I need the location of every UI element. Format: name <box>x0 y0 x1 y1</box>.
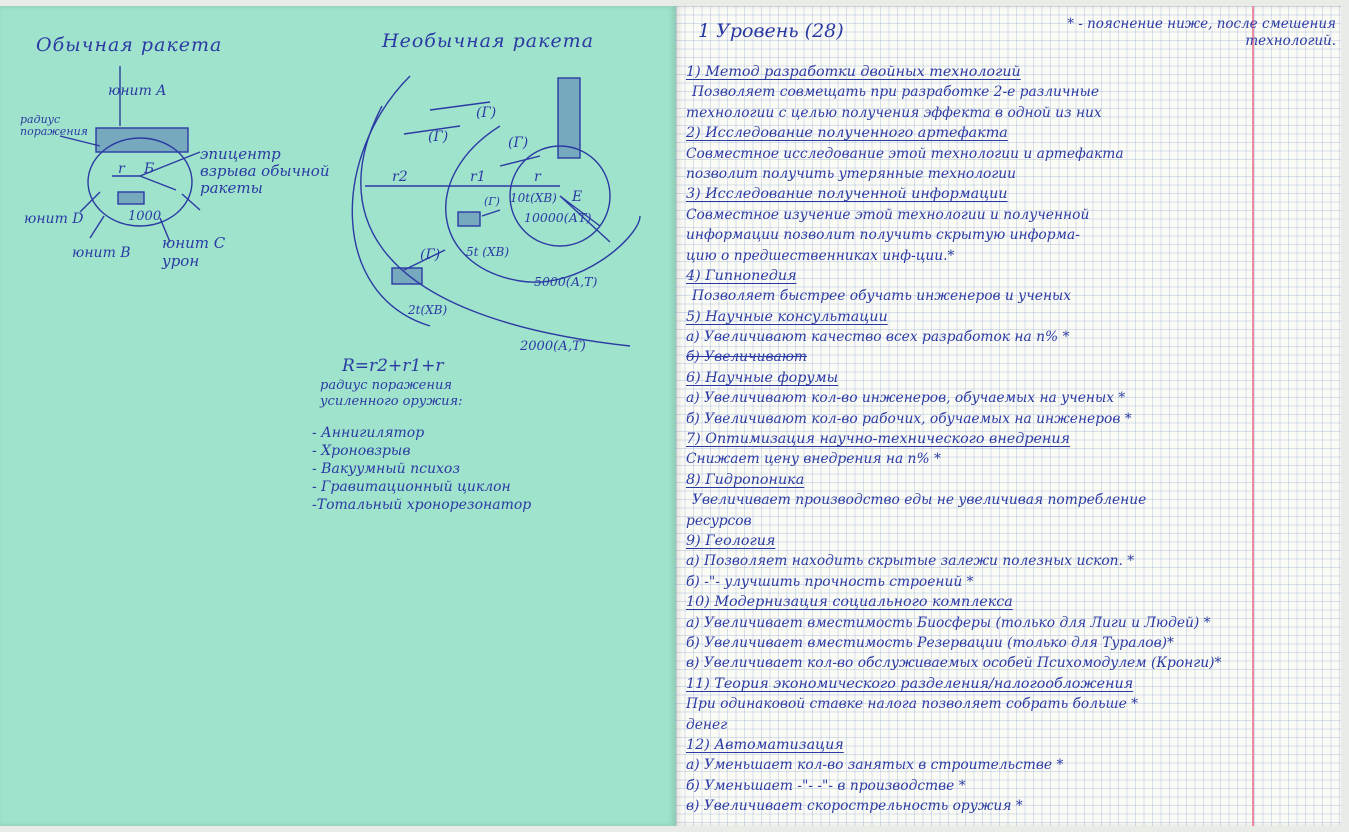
r-inner-label: r <box>534 169 541 185</box>
notes-header: 1 Уровень (28) * - пояснение ниже, после… <box>686 16 1336 62</box>
margin-line <box>1252 6 1254 826</box>
note-line: информации позволит получить скрытую инф… <box>686 227 1080 244</box>
note-line: технологии с целью получения эффекта в о… <box>686 104 1102 121</box>
note-line: ресурсов <box>686 512 752 529</box>
unit-d-label: юнит D <box>24 211 84 227</box>
note-line: в) Увеличивает скорострельность оружия * <box>686 798 1023 815</box>
footnote-remark: * - пояснение ниже, после смешения техно… <box>1067 16 1336 49</box>
note-line: в) Увеличивает кол-во обслуживаемых особ… <box>686 655 1222 672</box>
note-line: денег <box>686 716 728 733</box>
blast-circle <box>87 137 193 227</box>
weapons-block: R=r2+r1+r радиус поражения усиленного ор… <box>312 356 652 514</box>
section-heading: 6) Научные форумы <box>686 369 839 386</box>
weapons-list: - Аннигилятор - Хроновзрыв - Вакуумный п… <box>312 424 652 514</box>
section-heading: 4) Гипнопедия <box>686 267 797 284</box>
section-heading: 5) Научные консультации <box>686 308 888 325</box>
note-line: б) Увеличивают <box>686 349 807 366</box>
note-line: а) Уменьшает кол-во занятых в строительс… <box>686 757 1064 774</box>
section-heading: 11) Теория экономического разделения/нал… <box>686 675 1134 692</box>
note-line: Увеличивает производство еды не увеличив… <box>692 492 1147 509</box>
weapon-item: - Хроновзрыв <box>312 443 411 459</box>
section-heading: 9) Геология <box>686 532 776 549</box>
epicenter-label: эпицентр взрыва обычной ракеты <box>200 145 330 197</box>
weapon-item: - Гравитационный циклон <box>312 479 511 495</box>
section-heading: 7) Оптимизация научно-технического внедр… <box>686 431 1071 448</box>
r-label: r <box>118 161 125 177</box>
unit-a-label: юнит A <box>108 83 167 99</box>
e-label: E <box>572 189 583 205</box>
note-line: Совместное изучение этой технологии и по… <box>686 206 1090 223</box>
weapon-item: - Вакуумный психоз <box>312 461 460 477</box>
right-page: 1 Уровень (28) * - пояснение ниже, после… <box>676 6 1341 826</box>
note-line: а) Увеличивают кол-во инженеров, обучаем… <box>686 390 1126 407</box>
dose-5000-label: 5000(А,Т) <box>534 274 598 289</box>
note-line: б) Увеличивают кол-во рабочих, обучаемых… <box>686 410 1132 427</box>
note-line: Снижает цену внедрения на n% * <box>686 451 941 468</box>
g-label-3: (Г) <box>508 135 529 151</box>
level-title: 1 Уровень (28) <box>698 20 844 42</box>
note-line: б) -"- улучшить прочность строений * <box>686 573 974 590</box>
section-heading: 12) Автоматизация <box>686 736 844 753</box>
section-heading: 1) Метод разработки двойных технологий <box>686 64 1021 80</box>
outer-arc <box>351 75 431 327</box>
dose-10000-label: 10000(АТ) <box>524 210 592 225</box>
unit-a-block <box>95 127 189 153</box>
rocket-diagrams <box>59 66 641 347</box>
note-line: а) Увеличивают качество всех разработок … <box>686 329 1070 346</box>
g-label-5: (Г) <box>484 195 500 208</box>
notes: 1 Уровень (28) * - пояснение ниже, после… <box>686 16 1336 816</box>
b-label: Б <box>144 161 155 177</box>
guided-rocket-title: Обычная ракета <box>36 34 223 56</box>
section-heading: 2) Исследование полученного артефакта <box>686 125 1008 142</box>
formula: R=r2+r1+r <box>342 356 444 376</box>
dose-10-label: 10t(XB) <box>510 191 557 205</box>
left-page: Обычная ракета Необычная ракета юнит A р… <box>0 6 676 826</box>
r1-label: r1 <box>470 169 486 185</box>
note-line: а) Увеличивает вместимость Биосферы (тол… <box>686 614 1211 631</box>
middle-arc <box>445 125 641 283</box>
outer-arc-2000 <box>360 105 631 347</box>
unit-b-block <box>117 191 145 205</box>
note-line: позволит получить утерянные технологии <box>686 165 1017 182</box>
weapon-item: -Тотальный хронорезонатор <box>312 497 532 513</box>
section-heading: 3) Исследование полученной информации <box>686 186 1008 203</box>
section-heading: 10) Модернизация социального комплекса <box>686 594 1013 611</box>
inner-circle <box>509 145 611 247</box>
r2-label: r2 <box>392 169 408 185</box>
note-line: цию о предшественниках инф-ции.* <box>686 247 955 264</box>
weapon-item: - Аннигилятор <box>312 425 425 441</box>
note-line: б) Увеличивает вместимость Резервации (т… <box>686 634 1174 651</box>
unit-b-label: юнит B <box>72 245 131 261</box>
note-line: Позволяет быстрее обучать инженеров и уч… <box>692 288 1072 305</box>
radius-label: радиус поражения <box>20 113 88 138</box>
g-label-1: (Г) <box>476 105 497 121</box>
note-line: а) Позволяет находить скрытые залежи пол… <box>686 553 1135 570</box>
note-line: Позволяет совмещать при разработке 2-е р… <box>692 84 1099 101</box>
note-line: Совместное исследование этой технологии … <box>686 145 1124 162</box>
arrow-to-epicenter <box>139 151 201 177</box>
g-label-4: (Г) <box>420 247 441 263</box>
tall-block <box>557 77 581 159</box>
note-line: б) Уменьшает -"- -"- в производстве * <box>686 777 966 794</box>
unit-c-label: юнит C урон <box>162 234 226 270</box>
dose-5-label: 5t (XB) <box>466 245 509 259</box>
g-label-2: (Г) <box>428 129 449 145</box>
section-heading: 8) Гидропоника <box>686 471 805 488</box>
note-line: При одинаковой ставке налога позволяет с… <box>686 696 1139 713</box>
formula-caption: радиус поражения усиленного оружия: <box>320 378 463 409</box>
count-label: 1000 <box>128 209 162 224</box>
dose-2000-label: 2000(А,Т) <box>520 339 586 354</box>
dose-2-label: 2t(XB) <box>408 303 448 317</box>
unguided-rocket-title: Необычная ракета <box>382 30 595 52</box>
